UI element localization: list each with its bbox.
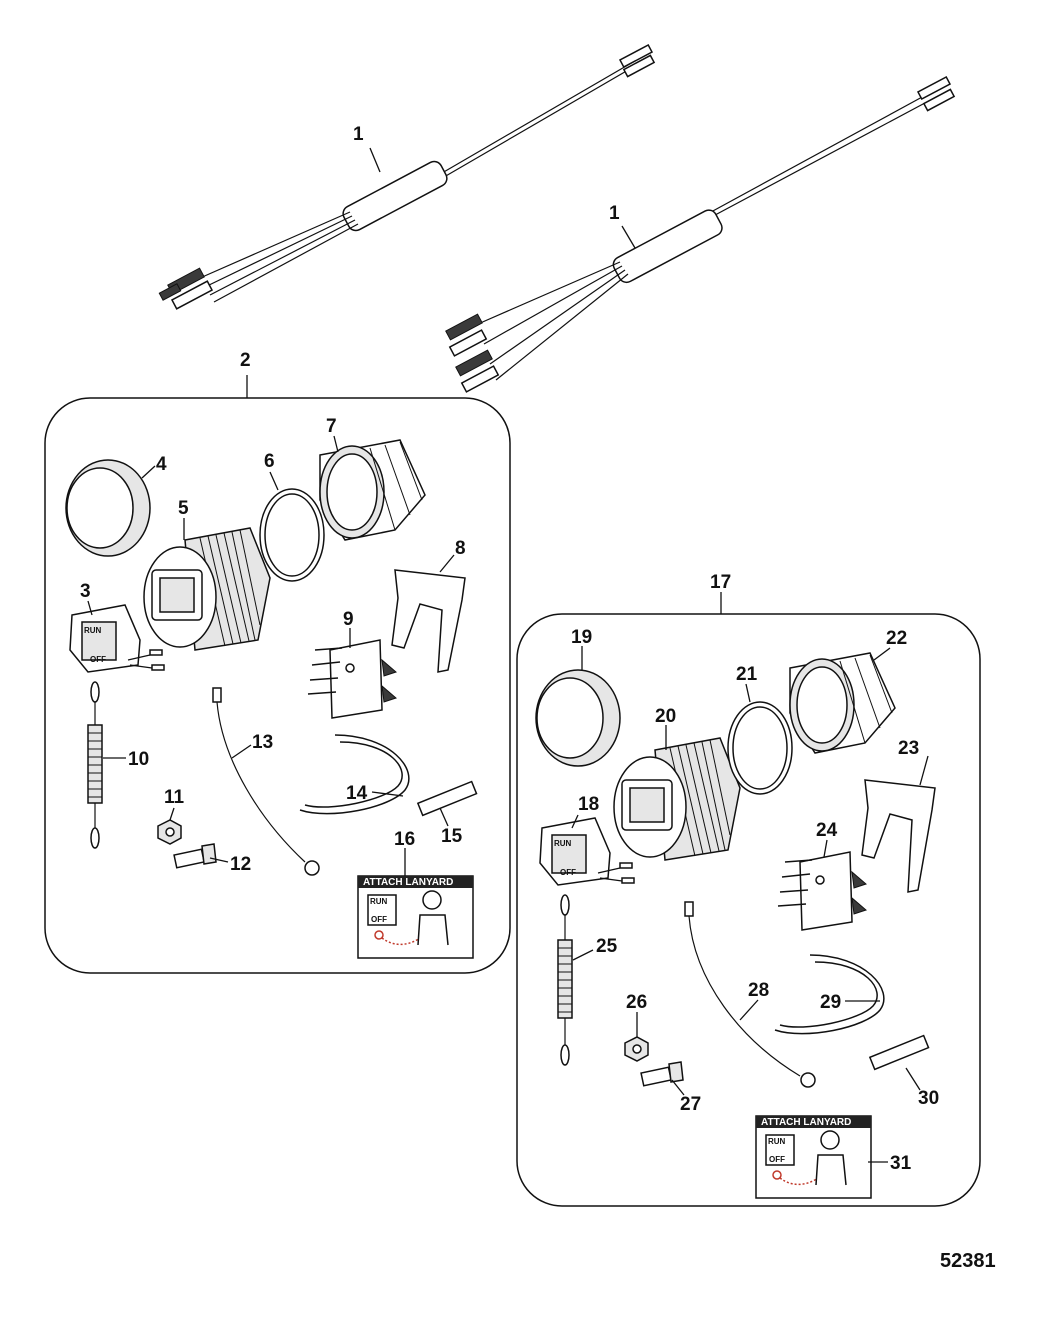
callout-18: 18 — [578, 794, 599, 815]
lanyard-spring-10 — [87, 681, 103, 849]
callout-22: 22 — [886, 628, 907, 649]
decal-16-run: RUN — [370, 897, 388, 906]
decal-31-title: ATTACH LANYARD — [761, 1117, 851, 1128]
retaining-nut-22 — [789, 652, 896, 754]
callout-25: 25 — [596, 936, 618, 957]
lanyard-decal-16: ATTACH LANYARD RUN OFF — [357, 875, 474, 959]
callout-1-lower: 1 — [609, 203, 620, 224]
callout-3: 3 — [80, 581, 91, 602]
switch-off-label: OFF — [90, 655, 106, 664]
o-ring-6 — [259, 488, 325, 582]
switch-18-run-label: RUN — [554, 839, 572, 848]
spring-clip-9 — [307, 639, 397, 719]
decal-31-run: RUN — [768, 1137, 786, 1146]
retaining-nut-7 — [319, 439, 426, 541]
callout-11: 11 — [164, 787, 185, 808]
callout-1-upper: 1 — [353, 124, 364, 145]
screw-12 — [173, 843, 217, 869]
callout-14: 14 — [346, 783, 368, 804]
callout-15: 15 — [441, 826, 463, 847]
callout-5: 5 — [178, 498, 189, 519]
callout-23: 23 — [898, 738, 919, 759]
callout-29: 29 — [820, 992, 841, 1013]
callout-31: 31 — [890, 1153, 912, 1174]
callout-20: 20 — [655, 706, 676, 727]
kit-box-17 — [516, 613, 981, 1207]
bezel-ring-19 — [535, 669, 621, 767]
o-ring-21 — [727, 701, 793, 795]
spring-clip-24 — [777, 851, 867, 931]
callout-2: 2 — [240, 350, 251, 371]
wire-harness-upper — [158, 43, 656, 310]
callout-30: 30 — [918, 1088, 939, 1109]
pin-30 — [868, 1034, 930, 1071]
ground-cable-28 — [684, 901, 816, 1088]
switch-housing-5 — [143, 527, 271, 651]
callout-12: 12 — [230, 854, 251, 875]
hex-nut-11 — [157, 819, 182, 845]
decal-31-off: OFF — [769, 1155, 785, 1164]
wire-harness-lower — [445, 75, 956, 393]
lanyard-spring-25 — [557, 894, 573, 1066]
leader-lines — [87, 147, 929, 1163]
pin-15 — [416, 780, 478, 817]
bezel-ring-4 — [65, 459, 151, 557]
callout-6: 6 — [264, 451, 275, 472]
switch-housing-20 — [613, 737, 741, 861]
decal-16-title: ATTACH LANYARD — [363, 877, 453, 888]
strap-14 — [299, 734, 410, 815]
bracket-23 — [861, 779, 936, 893]
callout-9: 9 — [343, 609, 354, 630]
callout-24: 24 — [816, 820, 838, 841]
figure-number: 52381 — [940, 1250, 996, 1272]
callout-16: 16 — [394, 829, 415, 850]
screw-27 — [640, 1061, 684, 1087]
decal-16-off: OFF — [371, 915, 387, 924]
switch-run-label: RUN — [84, 626, 102, 635]
ground-cable-13 — [212, 687, 320, 876]
callout-7: 7 — [326, 416, 337, 437]
stop-switch-3: RUN OFF — [69, 604, 165, 673]
strap-29 — [774, 954, 885, 1035]
callout-27: 27 — [680, 1094, 701, 1115]
callout-21: 21 — [736, 664, 758, 685]
callout-4: 4 — [156, 454, 167, 475]
callout-28: 28 — [748, 980, 769, 1001]
bracket-8 — [391, 569, 466, 673]
callout-13: 13 — [252, 732, 273, 753]
lanyard-decal-31: ATTACH LANYARD RUN OFF — [755, 1115, 872, 1199]
switch-18-off-label: OFF — [560, 868, 576, 877]
callout-8: 8 — [455, 538, 466, 559]
callout-19: 19 — [571, 627, 592, 648]
hex-nut-26 — [624, 1036, 649, 1062]
callout-numbers: 1 1 2 3 4 5 6 7 8 9 10 11 12 13 14 15 16… — [80, 124, 939, 1174]
callout-26: 26 — [626, 992, 647, 1013]
stop-switch-18: RUN OFF — [539, 817, 635, 886]
callout-10: 10 — [128, 749, 149, 770]
kit-box-2 — [44, 397, 511, 974]
callout-17: 17 — [710, 572, 731, 593]
